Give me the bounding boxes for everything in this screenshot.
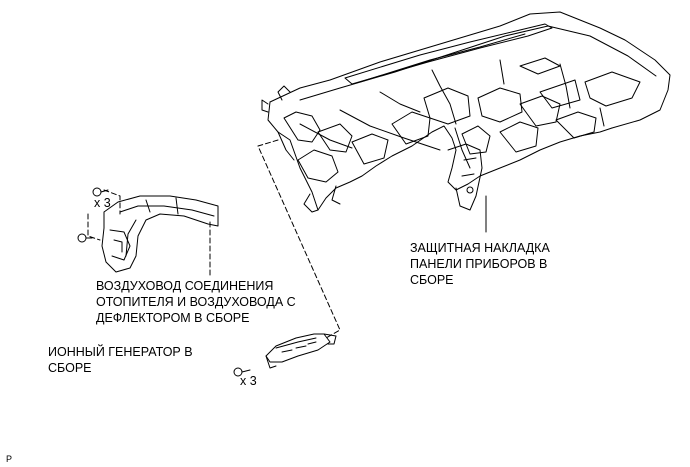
assembly-dashed-lines xyxy=(87,139,341,339)
instrument-panel-label-line: ЗАЩИТНАЯ НАКЛАДКА xyxy=(410,241,550,255)
ion-generator-label-line: ИОННЫЙ ГЕНЕРАТОР В xyxy=(48,345,193,359)
ion-screw xyxy=(233,367,251,377)
ion-generator-label-line: СБОРЕ xyxy=(48,361,92,375)
instrument-panel-drawing xyxy=(261,11,671,213)
duct-screw-top xyxy=(92,187,109,197)
instrument-panel-label-line: ПАНЕЛИ ПРИБОРОВ В xyxy=(410,257,548,271)
heater-duct-label: ВОЗДУХОВОД СОЕДИНЕНИЯ ОТОПИТЕЛЯ И ВОЗДУХ… xyxy=(96,278,296,326)
duct-screw-quantity: x 3 xyxy=(94,196,111,210)
ion-generator-label: ИОННЫЙ ГЕНЕРАТОР В СБОРЕ xyxy=(48,344,193,376)
corner-tag: P xyxy=(6,454,13,464)
duct-screw-left xyxy=(77,233,93,243)
ion-screw-quantity: x 3 xyxy=(240,374,257,388)
heater-duct-label-line: ОТОПИТЕЛЯ И ВОЗДУХОВОДА С xyxy=(96,295,296,309)
heater-duct-drawing xyxy=(101,195,219,273)
instrument-panel-label: ЗАЩИТНАЯ НАКЛАДКА ПАНЕЛИ ПРИБОРОВ В СБОР… xyxy=(410,240,550,288)
ion-generator-drawing xyxy=(265,333,337,369)
instrument-panel-label-line: СБОРЕ xyxy=(410,273,454,287)
heater-duct-label-line: ДЕФЛЕКТОРОМ В СБОРЕ xyxy=(96,311,250,325)
heater-duct-label-line: ВОЗДУХОВОД СОЕДИНЕНИЯ xyxy=(96,279,274,293)
